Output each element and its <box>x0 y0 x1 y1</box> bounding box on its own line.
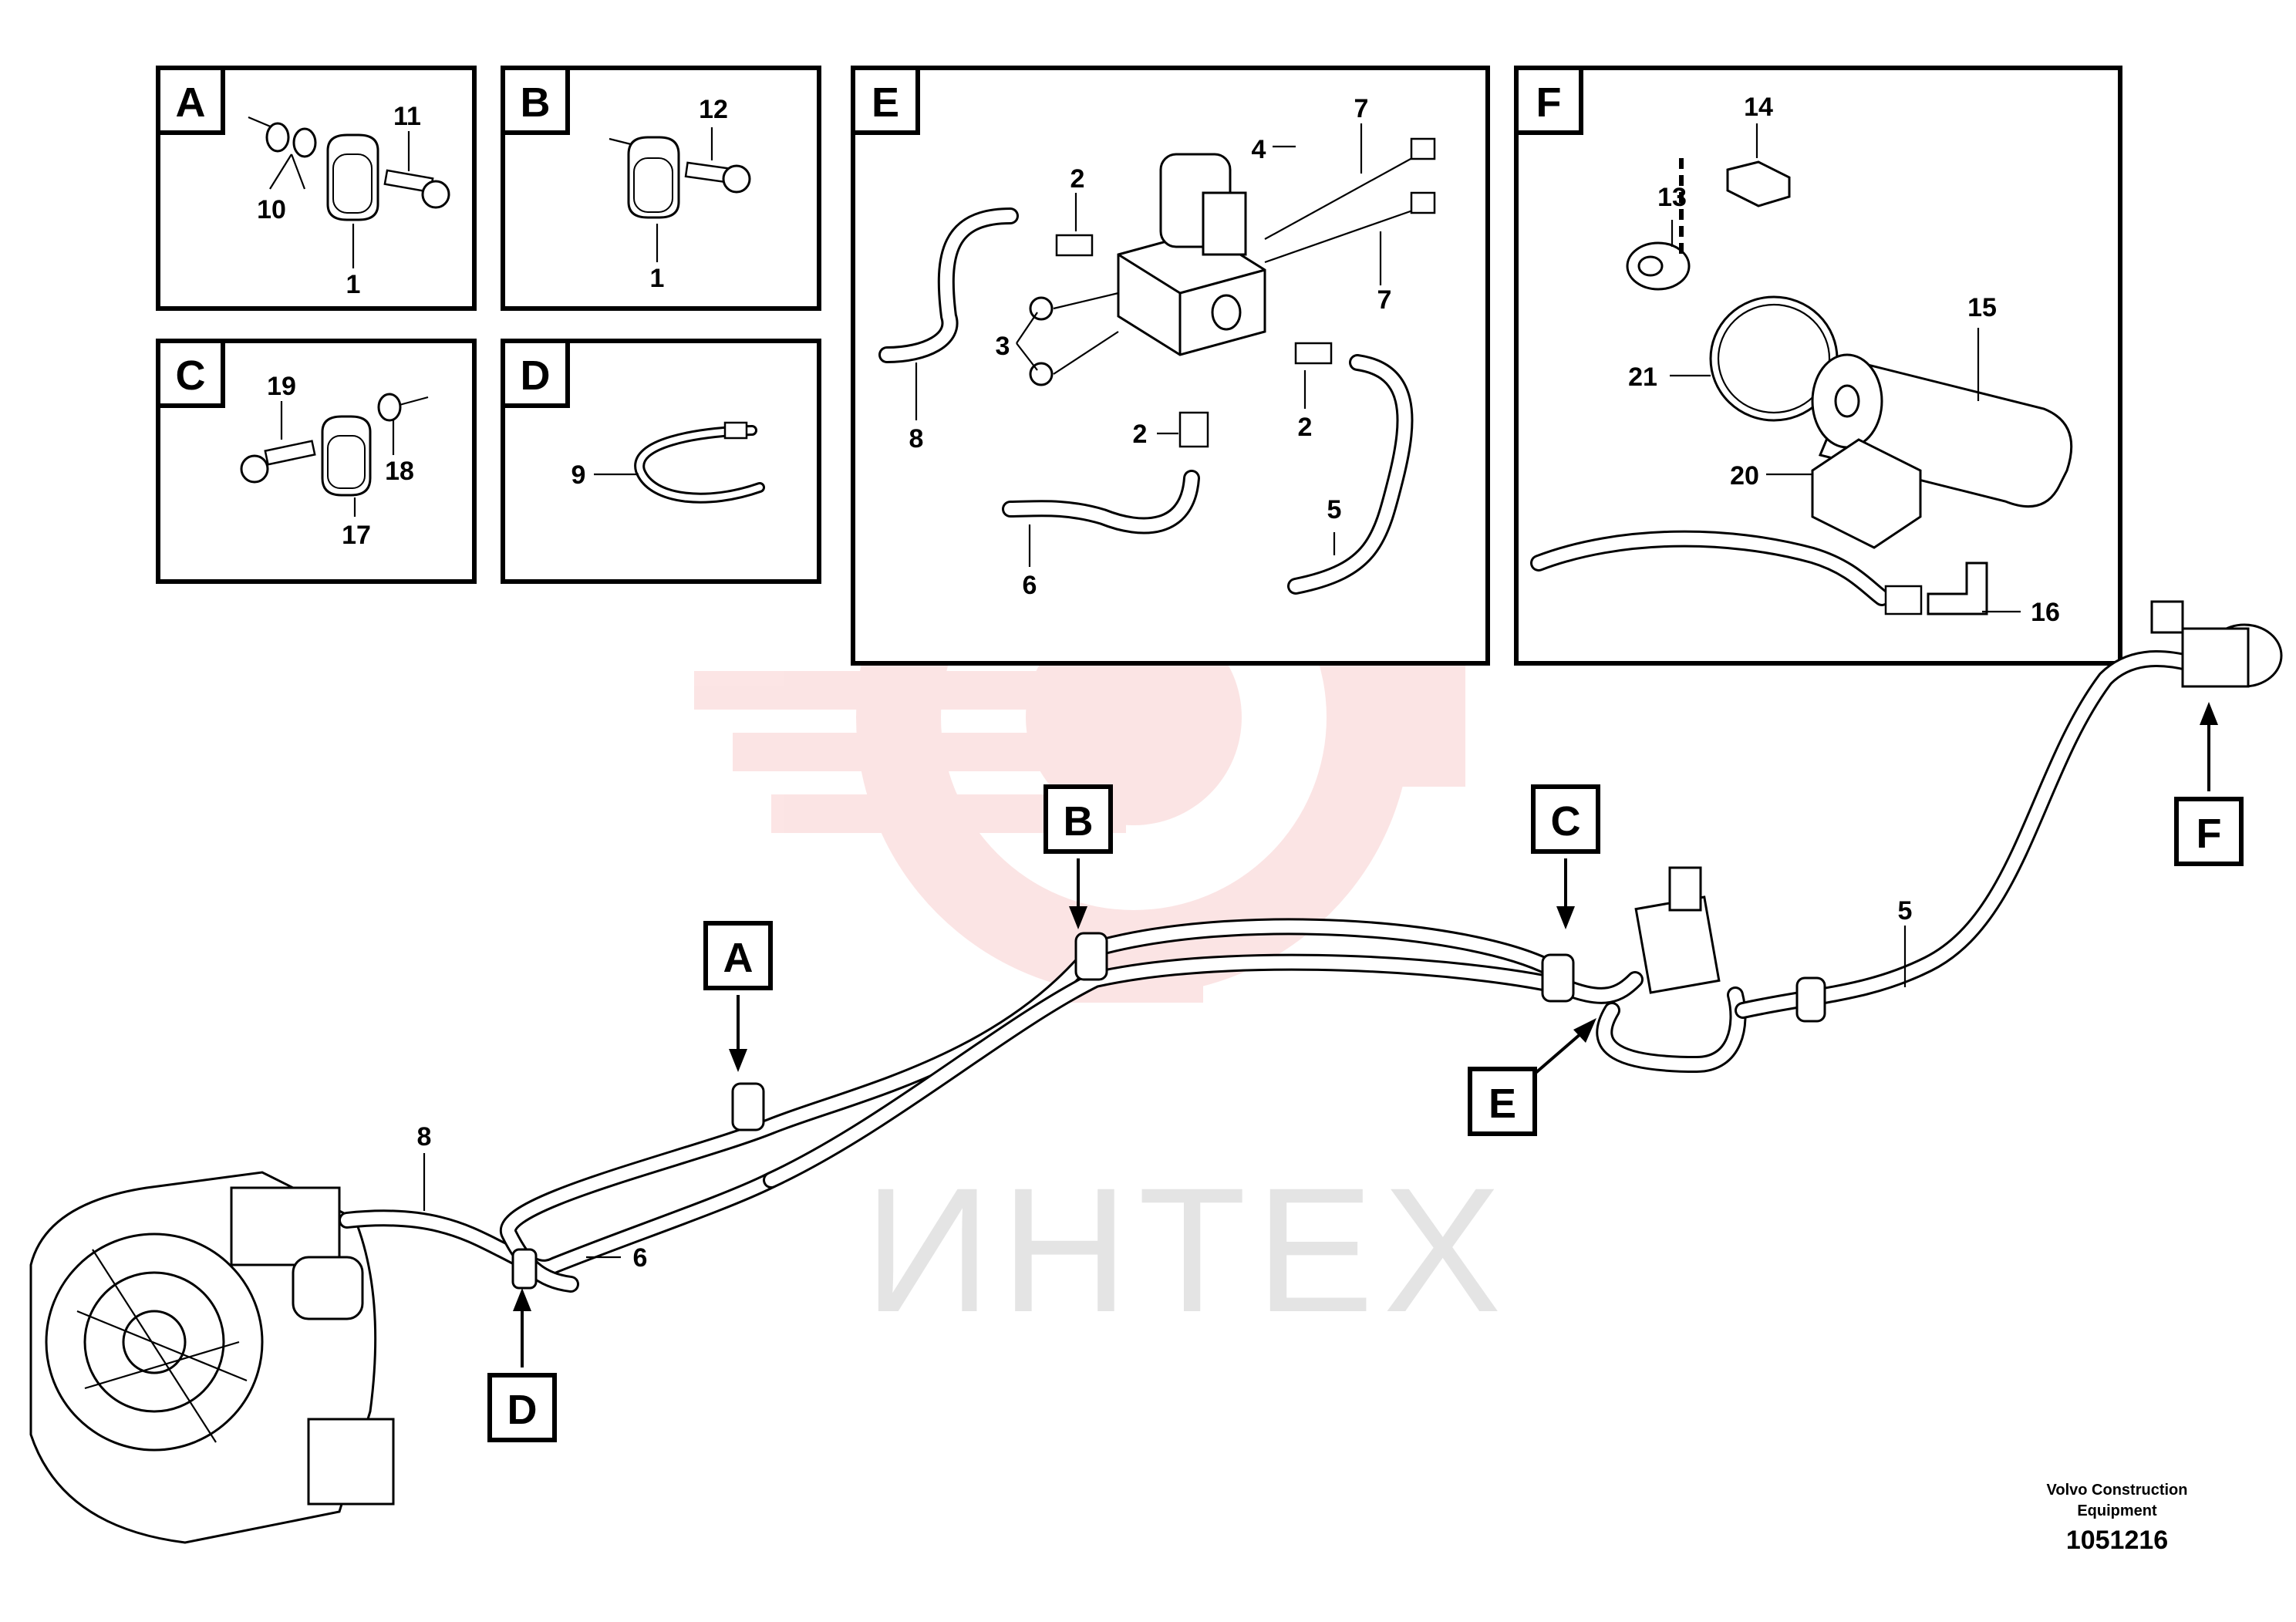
pointer-f: F <box>2174 702 2244 866</box>
detail-panel-d: D 9 <box>501 339 821 584</box>
panel-c-callout-19: 19 <box>267 372 296 401</box>
panel-f-label: F <box>1536 79 1562 126</box>
panel-c-callout-17: 17 <box>342 521 371 550</box>
hose-label-6: 6 <box>633 1243 648 1273</box>
watermark-text: ИНТЕХ <box>864 1151 1511 1349</box>
pointer-a: A <box>703 921 773 1072</box>
pointer-e-label: E <box>1489 1081 1516 1127</box>
panel-a-callout-11: 11 <box>393 102 421 131</box>
company-name-line-1: Volvo Construction <box>2047 1482 2188 1499</box>
pointer-b-label: B <box>1064 798 1094 845</box>
panel-a-callout-1: 1 <box>346 270 361 299</box>
panel-f-callout-16: 16 <box>2031 598 2060 627</box>
panel-f-callout-20: 20 <box>1730 461 1759 491</box>
panel-f-callout-13: 13 <box>1657 183 1687 212</box>
footer: Volvo Construction Equipment 1051216 <box>2047 1482 2188 1555</box>
panel-c-callout-18: 18 <box>385 457 414 486</box>
pointer-d: D <box>487 1288 557 1442</box>
panel-e-callout-4: 4 <box>1252 135 1266 164</box>
pointer-a-label: A <box>723 935 754 981</box>
panel-e-callout-6: 6 <box>1023 571 1037 600</box>
transmission-housing <box>29 1171 395 1544</box>
panel-d-callout-9: 9 <box>571 460 586 490</box>
panel-e-callout-3: 3 <box>996 332 1010 361</box>
panel-b-label: B <box>521 79 551 126</box>
detail-panel-e: E <box>851 66 1490 666</box>
panel-e-callout-2-right: 2 <box>1298 413 1313 442</box>
hose-label-8: 8 <box>417 1122 432 1152</box>
panel-e-callout-2-top: 2 <box>1070 164 1085 194</box>
hose-label-5: 5 <box>1898 896 1913 926</box>
pointer-e: E <box>1468 1018 1596 1136</box>
panel-e-label: E <box>872 79 899 126</box>
main-hose-assembly: 8 6 5 <box>29 600 2283 1544</box>
panel-d-label: D <box>521 352 551 399</box>
panel-e-callout-2-left: 2 <box>1133 420 1148 449</box>
drawing-number: 1051216 <box>2066 1526 2168 1555</box>
pointer-c: C <box>1531 784 1600 929</box>
pointer-d-label: D <box>507 1387 538 1433</box>
detail-panel-c: C 19 18 17 <box>156 339 477 584</box>
panel-e-callout-5: 5 <box>1327 495 1342 524</box>
pointer-f-label: F <box>2197 811 2222 857</box>
pointer-c-label: C <box>1551 798 1581 845</box>
panel-e-callout-7-top: 7 <box>1354 94 1369 123</box>
panel-b-callout-12: 12 <box>699 95 728 124</box>
panel-b-callout-1: 1 <box>650 264 665 293</box>
detail-panel-f: F 14 13 15 21 20 16 <box>1514 66 2122 666</box>
pointer-b: B <box>1043 784 1113 929</box>
panel-f-callout-21: 21 <box>1628 363 1657 392</box>
panel-a-label: A <box>176 79 206 126</box>
panel-c-label: C <box>176 352 206 399</box>
detail-panel-b: B 12 1 <box>501 66 821 311</box>
company-name-line-2: Equipment <box>2077 1502 2157 1519</box>
panel-f-callout-15: 15 <box>1967 293 1997 322</box>
panel-e-callout-8: 8 <box>909 424 924 454</box>
detail-panel-a: A 11 10 1 <box>156 66 477 311</box>
panel-e-callout-7-bottom: 7 <box>1377 285 1392 315</box>
panel-f-callout-14: 14 <box>1744 93 1773 122</box>
panel-a-callout-10: 10 <box>257 195 286 224</box>
